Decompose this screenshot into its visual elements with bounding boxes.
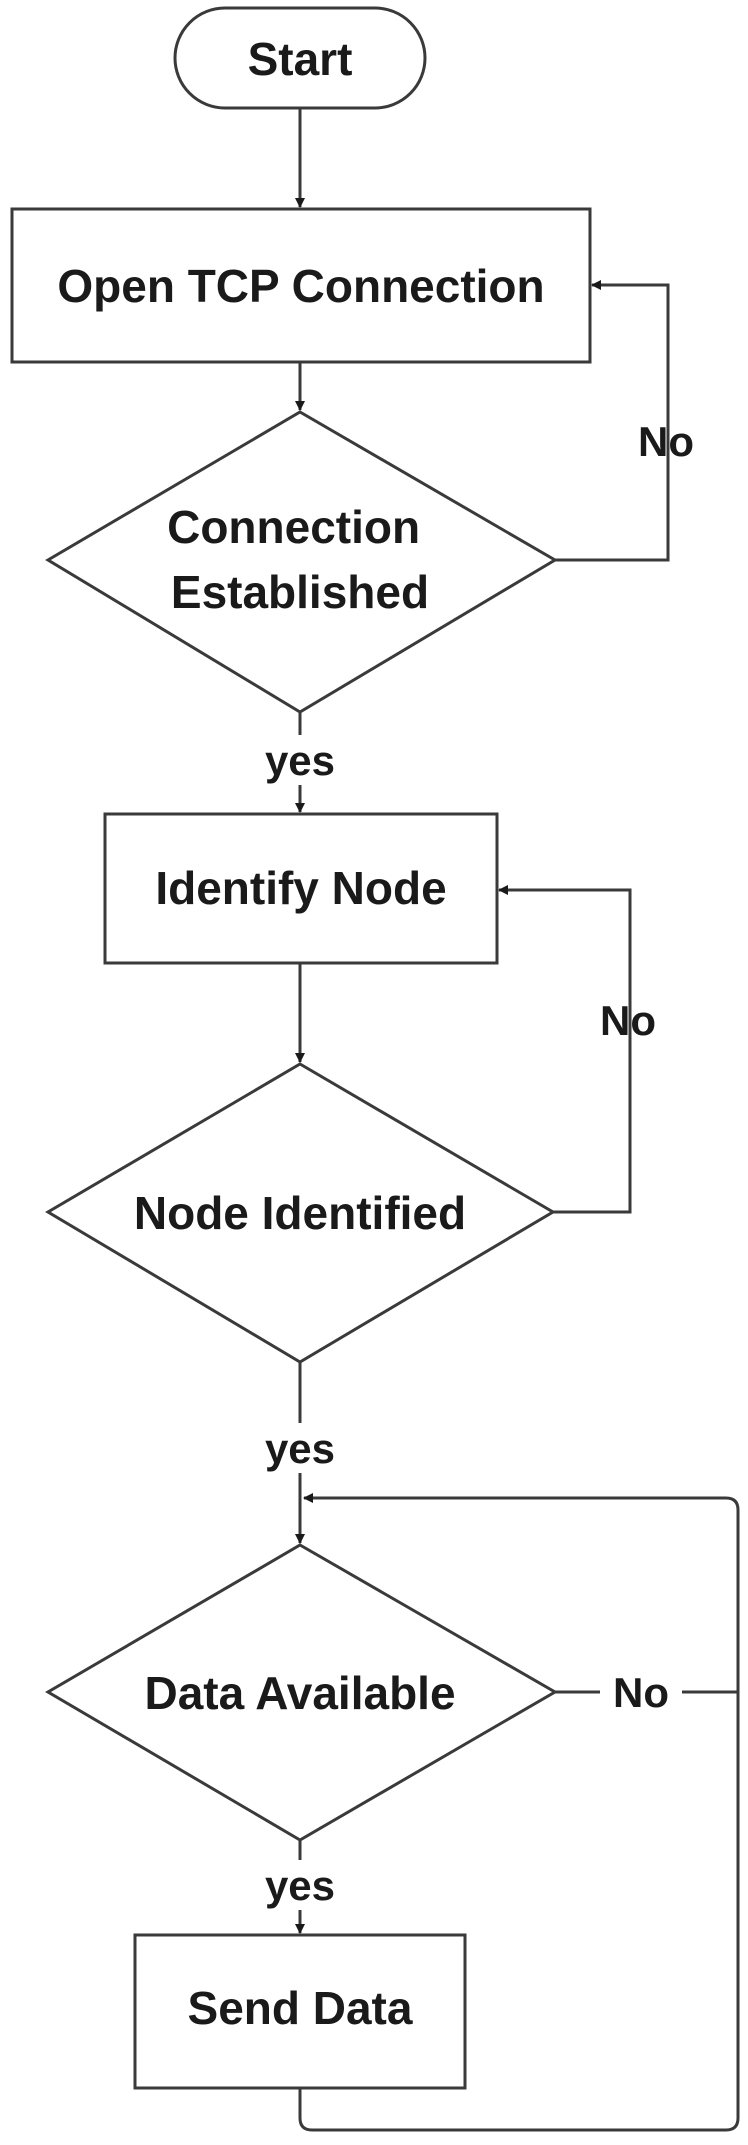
connection-established-label: Connection Established [167, 501, 433, 618]
no-connection-label: No [638, 418, 694, 465]
no-node-label: No [600, 997, 656, 1044]
arrow-no-connection-loop [555, 280, 670, 562]
send-data-loop-line [298, 1692, 740, 2132]
yes-node-label-bg [255, 1423, 345, 1473]
arrow-no-data-loop [303, 1493, 740, 1694]
yes-data-label: yes [265, 1862, 335, 1909]
yes-node-label: yes [265, 1425, 335, 1472]
identify-node-label: Identify Node [155, 862, 446, 914]
connection-established-diamond [45, 410, 558, 714]
no-data-label: No [613, 1669, 669, 1716]
yes-data-label-bg [255, 1860, 345, 1910]
open-tcp-label: Open TCP Connection [57, 260, 544, 312]
open-tcp-box [10, 207, 592, 364]
start-label: Start [248, 33, 353, 85]
yes-connection-label-bg [255, 735, 345, 785]
connection-established-line1: Connection [167, 501, 420, 553]
no-data-label-bg [600, 1664, 682, 1718]
arrow-no-node-loop [498, 885, 632, 1214]
data-available-label: Data Available [144, 1667, 455, 1719]
send-data-label: Send Data [188, 1982, 413, 2034]
node-identified-label: Node Identified [134, 1187, 466, 1239]
yes-connection-label: yes [265, 737, 335, 784]
connection-established-line2: Established [171, 566, 429, 618]
